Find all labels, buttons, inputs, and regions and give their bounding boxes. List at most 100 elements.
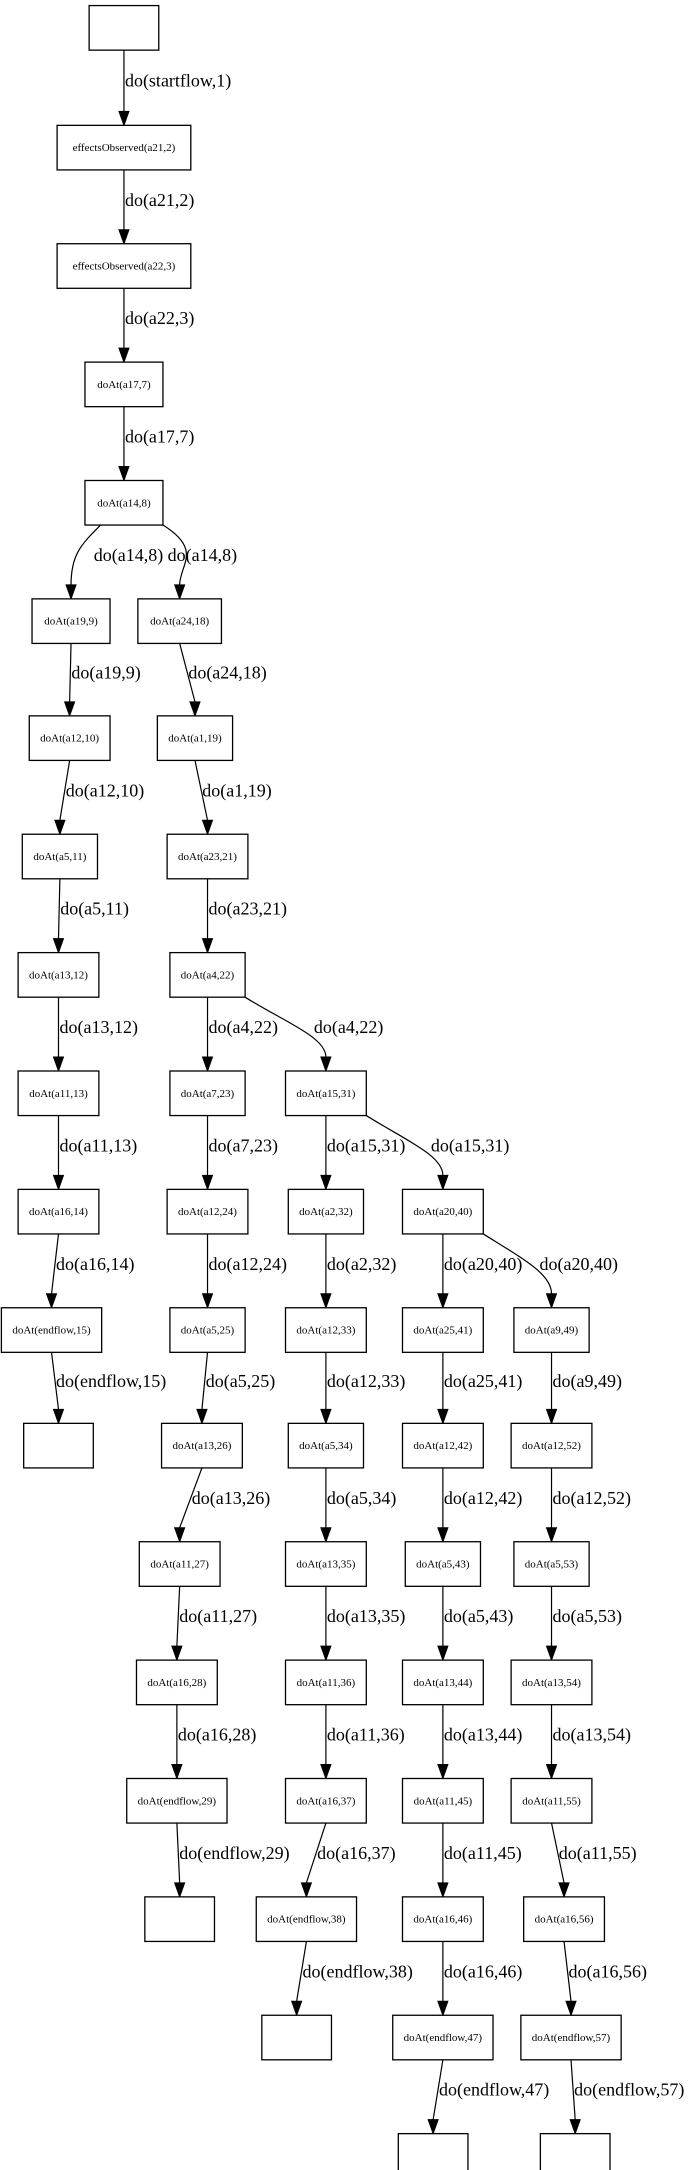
state-node[interactable]: doAt(a16,37): [284, 1777, 367, 1824]
edge-line: [244, 996, 327, 1058]
empty-state-node[interactable]: [88, 4, 160, 51]
node-label: doAt(a16,46): [413, 1914, 472, 1926]
state-node[interactable]: doAt(a17,7): [84, 361, 164, 408]
edge: do(a23,21): [201, 878, 287, 955]
edge: do(a14,8): [162, 524, 237, 601]
empty-state-node[interactable]: [539, 2132, 611, 2170]
empty-state-node[interactable]: [261, 2014, 333, 2061]
arrowhead-icon: [54, 819, 66, 836]
state-node[interactable]: doAt(a13,26): [160, 1422, 243, 1469]
state-node[interactable]: doAt(a24,18): [137, 598, 223, 645]
node-box: [169, 1070, 246, 1117]
state-node[interactable]: doAt(a25,41): [401, 1307, 484, 1353]
node-label: doAt(endflow,57): [532, 2032, 611, 2044]
state-node[interactable]: doAt(a12,24): [166, 1188, 249, 1235]
state-node[interactable]: doAt(a23,21): [166, 833, 249, 880]
state-node[interactable]: doAt(a13,44): [401, 1659, 484, 1706]
state-node[interactable]: doAt(a16,28): [135, 1659, 218, 1706]
node-label: doAt(a23,21): [178, 851, 237, 863]
state-node[interactable]: doAt(a1,19): [156, 715, 234, 762]
state-node[interactable]: doAt(a2,32): [287, 1188, 365, 1235]
arrowhead-icon: [201, 819, 214, 836]
state-node[interactable]: doAt(a15,31): [284, 1070, 367, 1117]
node-label: doAt(endflow,15): [12, 1325, 91, 1337]
edge-label: do(a11,45): [444, 1843, 522, 1864]
state-node[interactable]: doAt(a13,12): [17, 951, 100, 998]
state-node[interactable]: doAt(a20,40): [401, 1188, 484, 1235]
arrowhead-icon: [300, 1882, 313, 1899]
state-node[interactable]: doAt(a12,52): [510, 1422, 593, 1469]
state-node[interactable]: doAt(endflow,29): [126, 1777, 228, 1824]
state-node[interactable]: effectsObserved(a22,3): [56, 243, 192, 289]
arrowhead-icon: [437, 1174, 449, 1191]
node-box: [513, 1541, 590, 1587]
state-node[interactable]: doAt(a11,13): [17, 1070, 100, 1117]
edge-line: [179, 1467, 203, 1528]
state-node[interactable]: doAt(a5,53): [513, 1541, 590, 1587]
state-node[interactable]: doAt(a11,27): [138, 1541, 221, 1587]
state-node[interactable]: doAt(a12,33): [284, 1307, 367, 1353]
node-box: [287, 1188, 365, 1235]
edge-line: [176, 1586, 181, 1647]
arrowhead-icon: [118, 347, 130, 364]
edge: do(a4,22): [201, 997, 278, 1073]
state-node[interactable]: doAt(endflow,38): [255, 1896, 358, 1943]
state-node[interactable]: doAt(a5,25): [169, 1307, 246, 1353]
node-label: doAt(a20,40): [413, 1206, 472, 1218]
state-node[interactable]: doAt(a14,8): [84, 479, 164, 526]
node-box: [84, 361, 164, 408]
state-node[interactable]: doAt(a11,45): [401, 1777, 484, 1824]
state-node[interactable]: doAt(a16,56): [523, 1896, 606, 1943]
edge-line: [179, 643, 196, 703]
state-node[interactable]: doAt(a16,14): [17, 1188, 100, 1235]
arrowhead-icon: [118, 229, 130, 246]
node-box: [17, 1070, 100, 1117]
state-node[interactable]: doAt(a5,43): [404, 1541, 482, 1587]
edge-line: [59, 760, 71, 821]
node-box: [284, 1777, 367, 1824]
node-label: doAt(a9,49): [525, 1325, 579, 1337]
arrowhead-icon: [52, 1056, 65, 1073]
empty-state-node[interactable]: [144, 1896, 216, 1943]
node-label: doAt(a11,36): [297, 1677, 356, 1689]
empty-state-node[interactable]: [23, 1422, 94, 1469]
state-node[interactable]: doAt(endflow,47): [392, 2014, 494, 2061]
state-node[interactable]: doAt(a11,55): [510, 1777, 593, 1824]
state-node[interactable]: doAt(a13,35): [284, 1541, 367, 1587]
edge-label: do(a15,31): [327, 1135, 405, 1156]
node-box: [539, 2132, 611, 2170]
edge: do(a9,49): [545, 1352, 622, 1425]
edge: do(a11,45): [437, 1823, 522, 1899]
edge-line: [57, 878, 61, 939]
node-box: [510, 1422, 593, 1469]
node-box: [401, 1659, 484, 1706]
state-node[interactable]: doAt(a19,9): [31, 598, 111, 645]
state-node[interactable]: doAt(a9,49): [513, 1307, 590, 1353]
state-node[interactable]: doAt(a7,23): [169, 1070, 246, 1117]
edge: do(a21,2): [118, 169, 194, 246]
node-box: [401, 1422, 484, 1469]
node-label: doAt(a7,23): [181, 1088, 235, 1100]
empty-state-node[interactable]: [397, 2132, 469, 2170]
state-node[interactable]: doAt(a12,10): [28, 715, 111, 762]
edge-label: do(a11,55): [559, 1843, 637, 1864]
state-node[interactable]: doAt(a12,42): [401, 1422, 484, 1469]
state-node[interactable]: effectsObserved(a21,2): [56, 124, 192, 171]
state-node[interactable]: doAt(a5,34): [287, 1422, 365, 1469]
node-box: [21, 833, 99, 880]
edge-label: do(a13,26): [192, 1488, 270, 1509]
node-label: doAt(a16,28): [147, 1677, 206, 1689]
state-node[interactable]: doAt(a11,36): [284, 1659, 367, 1706]
state-node[interactable]: doAt(endflow,15): [0, 1307, 103, 1353]
node-box: [510, 1659, 593, 1706]
state-node[interactable]: doAt(endflow,57): [520, 2014, 622, 2061]
state-node[interactable]: doAt(a16,46): [401, 1896, 484, 1943]
edge: do(a13,12): [52, 997, 138, 1073]
arrowhead-icon: [558, 1882, 570, 1899]
state-node[interactable]: doAt(a4,22): [169, 951, 246, 998]
state-node[interactable]: doAt(a5,11): [21, 833, 99, 880]
arrowhead-icon: [320, 1645, 332, 1662]
state-node[interactable]: doAt(a13,54): [510, 1659, 593, 1706]
edge: do(a20,40): [437, 1233, 522, 1310]
